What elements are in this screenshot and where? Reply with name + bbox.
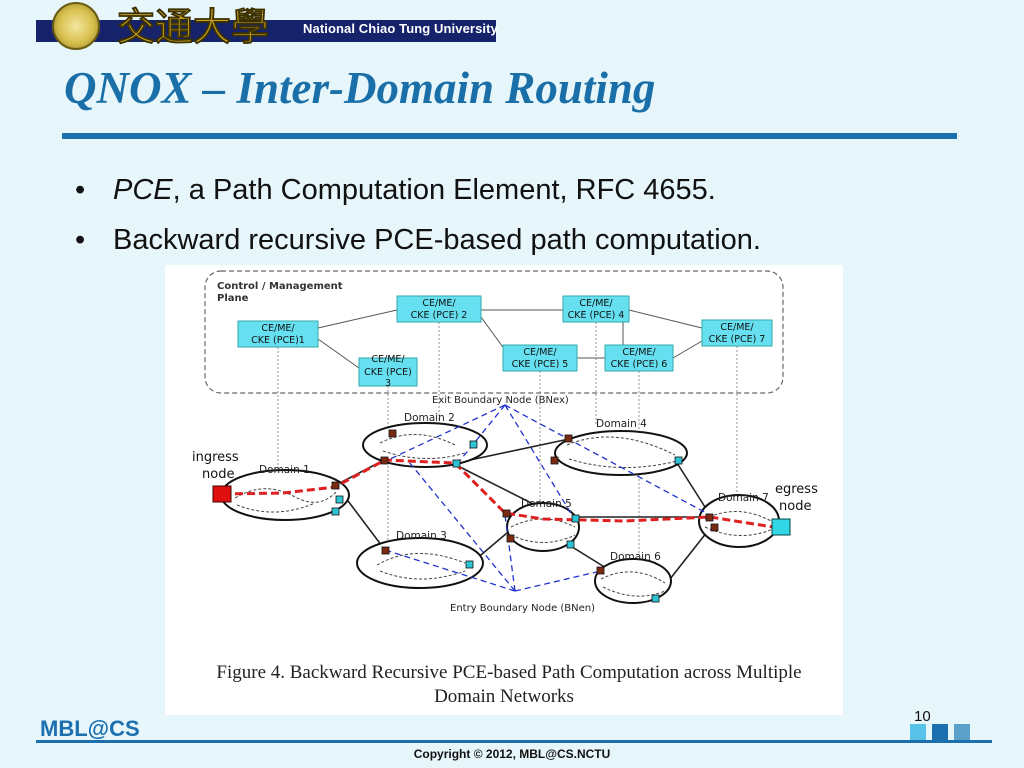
svg-text:CE/ME/: CE/ME/ xyxy=(371,354,405,365)
svg-text:CKE (PCE) 4: CKE (PCE) 4 xyxy=(568,310,625,321)
header-banner: 交通大學 National Chiao Tung University xyxy=(0,0,1024,52)
egress-node xyxy=(771,518,791,536)
entry-boundary-label: Entry Boundary Node (BNen) xyxy=(450,603,595,614)
bullet-text: Backward recursive PCE-based path comput… xyxy=(113,223,761,256)
bullet-item: • Backward recursive PCE-based path comp… xyxy=(75,223,761,256)
decorative-squares-icon xyxy=(910,724,970,740)
pce-links xyxy=(317,309,703,369)
svg-text:Domain 7: Domain 7 xyxy=(718,492,769,504)
pce-box-6 xyxy=(604,344,674,372)
copyright-text: Copyright © 2012, MBL@CS.NCTU xyxy=(413,747,611,761)
pce-domain-links xyxy=(277,322,738,555)
svg-text:Domain 2: Domain 2 xyxy=(404,412,455,424)
svg-text:CE/ME/: CE/ME/ xyxy=(579,298,613,309)
plane-label: Control / Management Plane xyxy=(217,281,346,304)
network-diagram-figure: Control / Management Plane CE/ME/ CKE (P… xyxy=(165,265,843,715)
svg-text:CKE (PCE) 6: CKE (PCE) 6 xyxy=(611,359,668,370)
svg-text:交通大學: 交通大學 xyxy=(117,4,269,48)
page-title: QNOX – Inter-Domain Routing xyxy=(64,63,656,113)
svg-text:CE/ME/: CE/ME/ xyxy=(523,347,557,358)
university-seal-logo xyxy=(52,2,100,50)
domain-labels: Domain 1 Domain 2 Domain 3 Domain 4 Doma… xyxy=(259,412,769,563)
university-name: National Chiao Tung University xyxy=(303,21,498,36)
svg-text:CKE (PCE) 7: CKE (PCE) 7 xyxy=(709,334,766,345)
svg-text:CKE (PCE) 2: CKE (PCE) 2 xyxy=(411,310,468,321)
exit-boundary-label: Exit Boundary Node (BNex) xyxy=(432,395,569,406)
pce-box-2 xyxy=(396,295,482,323)
boundary-node-indicators xyxy=(384,404,711,592)
svg-text:3: 3 xyxy=(385,378,391,389)
pce-box-4 xyxy=(562,295,630,323)
title-divider xyxy=(62,133,957,139)
bullet-list: • PCE, a Path Computation Element, RFC 4… xyxy=(75,165,761,265)
svg-text:CE/ME/: CE/ME/ xyxy=(720,322,754,333)
control-plane-box xyxy=(204,270,784,394)
bullet-item: • PCE, a Path Computation Element, RFC 4… xyxy=(75,173,716,206)
svg-text:Domain 1: Domain 1 xyxy=(259,464,310,476)
figure-caption: Figure 4. Backward Recursive PCE-based P… xyxy=(216,662,802,707)
pce-box-1 xyxy=(237,320,319,348)
svg-text:CE/ME/: CE/ME/ xyxy=(622,347,656,358)
domain-4-ellipse xyxy=(554,430,688,476)
pce-box-5 xyxy=(502,344,578,372)
pce-label-1: CE/ME/ xyxy=(261,323,295,334)
ingress-label: ingress node xyxy=(192,450,243,482)
header-bar xyxy=(36,20,496,42)
svg-text:Domain 4: Domain 4 xyxy=(596,418,647,430)
pce-boxes: CE/ME/ CKE (PCE)1 CE/ME/ CKE (PCE) 2 CE/… xyxy=(237,295,773,389)
pce-label-1b: CKE (PCE)1 xyxy=(251,335,305,346)
svg-text:Domain 3: Domain 3 xyxy=(396,530,447,542)
domain-ellipses xyxy=(220,422,780,604)
ingress-node xyxy=(212,485,232,503)
egress-label: egress node xyxy=(775,482,822,514)
footer-divider xyxy=(36,740,992,743)
mbl-logo: MBL@CS xyxy=(40,716,140,741)
bullet-emphasis: PCE xyxy=(113,173,173,206)
page-number: 10 xyxy=(914,708,931,725)
network-diagram: Control / Management Plane CE/ME/ CKE (P… xyxy=(192,270,822,614)
svg-text:Domain 6: Domain 6 xyxy=(610,551,661,563)
svg-text:CKE (PCE) 5: CKE (PCE) 5 xyxy=(512,359,569,370)
svg-text:CKE (PCE): CKE (PCE) xyxy=(364,367,412,378)
svg-text:CE/ME/: CE/ME/ xyxy=(422,298,456,309)
computed-path xyxy=(222,458,774,529)
boundary-nodes xyxy=(331,429,719,603)
svg-text:Domain 5: Domain 5 xyxy=(521,498,572,510)
bullet-text: , a Path Computation Element, RFC 4655. xyxy=(172,173,716,206)
domain-6-ellipse xyxy=(594,558,672,604)
chinese-calligraphy-logo: 交通大學 xyxy=(117,4,270,48)
